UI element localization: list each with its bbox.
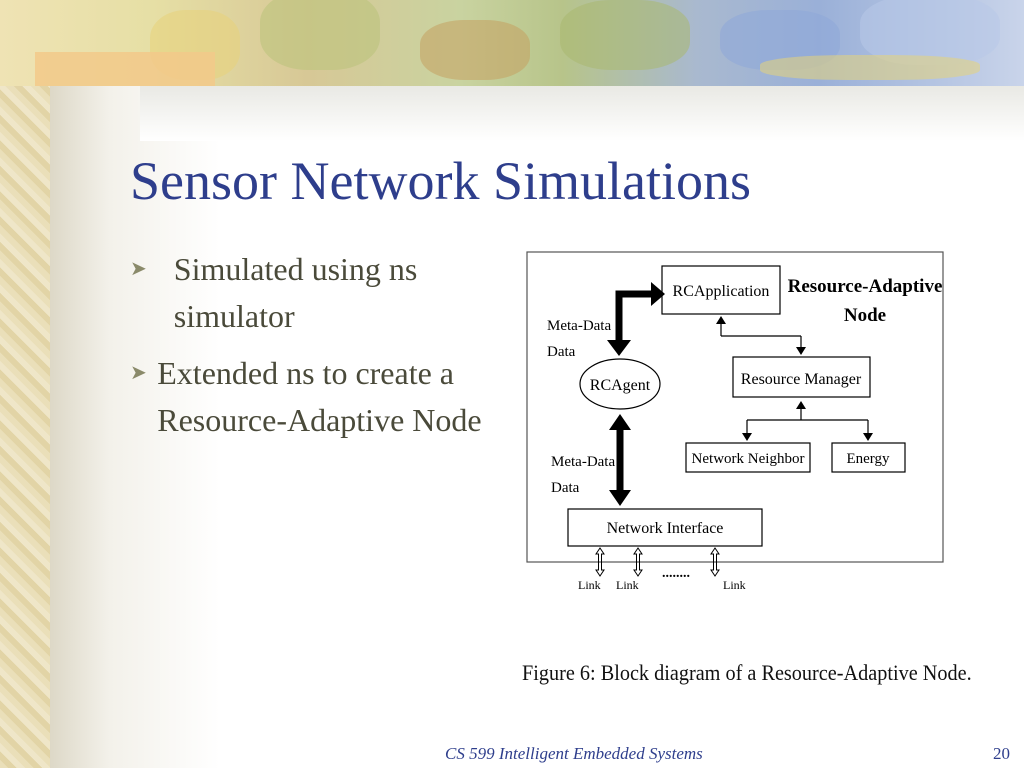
decorative-top-shadow xyxy=(140,86,1024,141)
block-diagram: Resource-Adaptive Node RCApplication Met… xyxy=(526,251,944,592)
arrow-bullet-icon: ➤ xyxy=(130,362,147,384)
figure-caption: Figure 6: Block diagram of a Resource-Ad… xyxy=(522,660,972,685)
bullet-text: Simulated using ns simulator xyxy=(173,251,418,334)
arrowhead-up xyxy=(716,316,726,324)
network-interface-box xyxy=(567,508,763,547)
arrowhead-down xyxy=(609,490,631,506)
network-interface-label: Network Interface xyxy=(607,520,724,537)
bullet-item: ➤ Extended ns to create a Resource-Adapt… xyxy=(130,350,500,444)
agent-application-arrow xyxy=(615,290,653,345)
resource-manager-box xyxy=(732,356,871,398)
rcapplication-label: RCApplication xyxy=(673,283,770,300)
energy-label: Energy xyxy=(846,451,890,467)
link-arrow-2 xyxy=(633,547,643,577)
rcapplication-box xyxy=(661,265,781,315)
arrowhead-down xyxy=(863,433,873,441)
arrowhead-up xyxy=(796,401,806,409)
rcagent-ellipse xyxy=(579,358,661,410)
meta-data-label-1: Meta-Data xyxy=(547,318,611,334)
decorative-left-shadow xyxy=(50,86,220,768)
arrowhead-down xyxy=(607,340,631,356)
arrowhead-down xyxy=(796,347,806,355)
network-neighbor-box xyxy=(685,442,811,473)
rcagent-label: RCAgent xyxy=(590,377,651,394)
network-neighbor-label: Network Neighbor xyxy=(692,451,805,467)
meta-data-label-2: Meta-Data xyxy=(551,454,615,470)
resource-manager-label: Resource Manager xyxy=(741,371,862,388)
arrowhead-up xyxy=(609,414,631,430)
decorative-top-gold-bar xyxy=(35,52,215,86)
link-arrow-3 xyxy=(710,547,720,577)
data-label-2: Data xyxy=(551,480,580,496)
slide-title: Sensor Network Simulations xyxy=(130,151,751,211)
data-label-1: Data xyxy=(547,344,576,360)
bullet-item: ➤ Simulated using ns simulator xyxy=(130,246,500,340)
diagram-title-line1: Resource-Adaptive xyxy=(788,276,943,297)
footer-course-name: CS 599 Intelligent Embedded Systems xyxy=(445,744,703,763)
link-ellipsis: ........ xyxy=(662,566,690,581)
arrowhead-down xyxy=(742,433,752,441)
arrowhead-right xyxy=(651,282,665,306)
arrow-bullet-icon: ➤ xyxy=(130,258,147,280)
decorative-left-strip xyxy=(0,0,50,768)
diagram-title-line2: Node xyxy=(844,305,886,326)
link-label-1: Link xyxy=(578,578,601,592)
slide-footer: CS 599 Intelligent Embedded Systems 20 xyxy=(0,744,1024,768)
bullet-list: ➤ Simulated using ns simulator ➤ Extende… xyxy=(130,246,500,454)
link-arrow-1 xyxy=(595,547,605,577)
link-label-3: Link xyxy=(723,578,746,592)
link-label-2: Link xyxy=(616,578,639,592)
page-number: 20 xyxy=(993,744,1010,763)
energy-box xyxy=(831,442,906,473)
decorative-top-banner xyxy=(0,0,1024,86)
bullet-text: Extended ns to create a Resource-Adaptiv… xyxy=(157,355,482,438)
